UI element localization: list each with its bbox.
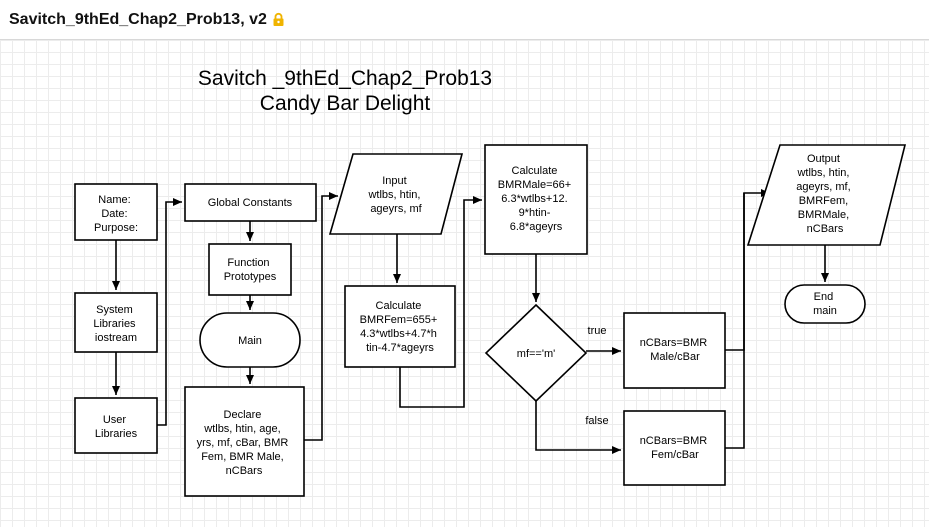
svg-text:Declare wtlbs, htin, a: Declare wtlbs, htin, age, yrs, mf, cBar,…: [197, 409, 292, 477]
svg-text:Input wtlbs, htin,: Input wtlbs, htin, ageyrs, mf: [367, 175, 423, 215]
node-name-date-purpose[interactable]: Name: Date: Purpose:: [74, 183, 158, 241]
output-line: wtlbs, htin,: [796, 167, 849, 179]
name-date-line: Purpose:: [94, 222, 138, 234]
connector-calcfem-to-calcmale: [399, 196, 482, 408]
lock-icon[interactable]: [272, 12, 285, 27]
calc-fem-line: tin-4.7*ageyrs: [366, 342, 434, 354]
output-line: BMRMale,: [798, 209, 849, 221]
global-constants-label: Global Constants: [208, 197, 293, 209]
node-decision[interactable]: mf=='m': [484, 303, 588, 403]
node-declare[interactable]: Declare wtlbs, htin, age, yrs, mf, cBar,…: [184, 386, 305, 497]
true-label: true: [588, 325, 607, 337]
calc-male-line: 6.8*ageyrs: [510, 221, 563, 233]
declare-line: yrs, mf, cBar, BMR: [197, 437, 289, 449]
svg-text:End main: End main: [813, 291, 837, 317]
calc-male-line: Calculate: [512, 165, 558, 177]
connectors: [112, 189, 829, 454]
svg-text:System Libraries: System Libraries iostream: [93, 304, 138, 344]
diagram-title-line2: Candy Bar Delight: [260, 92, 431, 115]
node-main[interactable]: Main: [199, 312, 301, 368]
svg-text:Output wtlbs, htin,: Output wtlbs, htin, ageyrs, mf, BMRFem, …: [796, 153, 853, 235]
declare-line: wtlbs, htin, age,: [203, 423, 280, 435]
node-calculate-bmrmale[interactable]: Calculate BMRMale=66+ 6.3*wtlbs+12. 9*ht…: [484, 144, 588, 255]
system-libraries-line: Libraries: [93, 318, 136, 330]
node-input[interactable]: Input wtlbs, htin, ageyrs, mf: [328, 153, 464, 235]
calc-male-line: BMRMale=66+: [498, 179, 571, 191]
diagram-canvas[interactable]: Savitch _9thEd_Chap2_Prob13 Candy Bar De…: [0, 40, 929, 527]
svg-text:User Libraries: User Libraries: [95, 414, 138, 440]
name-date-line: Date:: [101, 208, 127, 220]
svg-text:Main: Main: [238, 335, 262, 347]
system-libraries-line: System: [96, 304, 133, 316]
svg-text:Function Prototypes: Function Prototypes: [224, 257, 277, 283]
connector-decision-false: [535, 401, 621, 454]
svg-text:Name: Date: Pu: Name: Date: Purpose:: [94, 194, 138, 234]
node-calculate-bmrfem[interactable]: Calculate BMRFem=655+ 4.3*wtlbs+4.7*h ti…: [344, 285, 456, 368]
output-line: nCBars: [807, 223, 844, 235]
connector-user-to-global: [157, 198, 182, 426]
svg-text:Calculate BMRMale=66+: Calculate BMRMale=66+ 6.3*wtlbs+12. 9*ht…: [498, 165, 574, 233]
document-title: Savitch_9thEd_Chap2_Prob13, v2: [9, 10, 267, 28]
ncbars-fem-line: Fem/cBar: [651, 449, 699, 461]
document-header: Savitch_9thEd_Chap2_Prob13, v2: [0, 0, 929, 40]
output-line: BMRFem,: [799, 195, 849, 207]
svg-text:Calculate BMRFem=655+: Calculate BMRFem=655+ 4.3*wtlbs+4.7*h ti…: [360, 300, 441, 354]
node-ncbars-male[interactable]: nCBars=BMR Male/cBar: [623, 312, 726, 389]
input-line: Input: [382, 175, 406, 187]
connector-declare-to-input: [304, 192, 338, 441]
flowchart: Savitch _9thEd_Chap2_Prob13 Candy Bar De…: [74, 67, 907, 497]
node-end-main[interactable]: End main: [784, 284, 866, 324]
node-output[interactable]: Output wtlbs, htin, ageyrs, mf, BMRFem, …: [746, 144, 907, 246]
calc-fem-line: BMRFem=655+: [360, 314, 438, 326]
calc-male-line: 6.3*wtlbs+12.: [501, 193, 567, 205]
decision-label: mf=='m': [517, 348, 555, 360]
end-main-line: main: [813, 305, 837, 317]
output-line: Output: [807, 153, 840, 165]
function-prototypes-line: Function: [227, 257, 269, 269]
svg-text:nCBars=BMR Male/cBar: nCBars=BMR Male/cBar: [640, 337, 711, 363]
user-libraries-line: Libraries: [95, 428, 138, 440]
input-line: ageyrs, mf: [370, 203, 422, 215]
ncbars-male-line: nCBars=BMR: [640, 337, 708, 349]
declare-line: Declare: [224, 409, 262, 421]
ncbars-male-line: Male/cBar: [650, 351, 700, 363]
calc-fem-line: Calculate: [376, 300, 422, 312]
system-libraries-line: iostream: [95, 332, 137, 344]
main-label: Main: [238, 335, 262, 347]
node-function-prototypes[interactable]: Function Prototypes: [208, 243, 292, 296]
node-system-libraries[interactable]: System Libraries iostream: [74, 292, 158, 353]
calc-male-line: 9*htin-: [519, 207, 551, 219]
declare-line: nCBars: [226, 465, 263, 477]
svg-text:Global Constants: Global Constants: [208, 197, 293, 209]
end-main-line: End: [814, 291, 834, 303]
ncbars-fem-line: nCBars=BMR: [640, 435, 708, 447]
svg-text:mf=='m': mf=='m': [517, 348, 555, 360]
node-user-libraries[interactable]: User Libraries: [74, 397, 158, 454]
node-global-constants[interactable]: Global Constants: [184, 183, 317, 222]
declare-line: Fem, BMR Male,: [201, 451, 284, 463]
connector-fem-to-output: [725, 193, 745, 449]
name-date-line: Name:: [98, 194, 130, 206]
node-ncbars-fem[interactable]: nCBars=BMR Fem/cBar: [623, 410, 726, 486]
false-label: false: [585, 415, 608, 427]
input-line: wtlbs, htin,: [367, 189, 420, 201]
svg-text:nCBars=BMR Fem/cBar: nCBars=BMR Fem/cBar: [640, 435, 711, 461]
diagram-title-line1: Savitch _9thEd_Chap2_Prob13: [198, 67, 492, 90]
calc-fem-line: 4.3*wtlbs+4.7*h: [360, 328, 437, 340]
user-libraries-line: User: [103, 414, 127, 426]
output-line: ageyrs, mf,: [796, 181, 850, 193]
function-prototypes-line: Prototypes: [224, 271, 277, 283]
